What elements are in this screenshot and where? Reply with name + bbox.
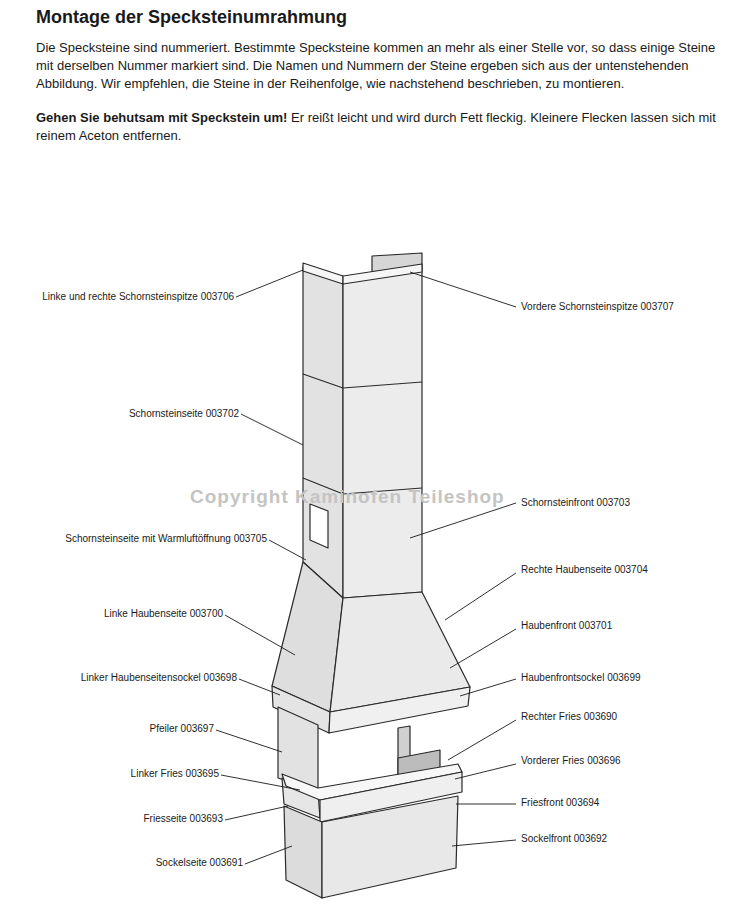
part-label: Linke und rechte Schornsteinspitze 00370… [42,291,234,303]
leader-line [269,540,306,560]
warning-text: Gehen Sie behutsam mit Speckstein um! [36,110,287,125]
leader-line [239,679,280,695]
watermark: Copyright Kaminofen Teileshop [190,486,505,508]
part-label: Vordere Schornsteinspitze 003707 [521,301,674,313]
note-paragraph: Gehen Sie behutsam mit Speckstein um! Er… [36,109,724,145]
leader-line [445,573,516,620]
part-label: Pfeiler 003697 [150,723,215,735]
leader-line [450,629,516,668]
intro-paragraph: Die Specksteine sind nummeriert. Bestimm… [36,39,724,93]
part-label: Schornsteinseite 003702 [129,408,239,420]
base-side [284,806,322,898]
base-front [322,796,458,898]
leader-line [241,414,303,445]
leader-line [456,804,516,805]
leader-line [225,806,288,820]
chimney-cap-front [343,264,422,284]
page-title: Montage der Specksteinumrahmung [36,7,347,28]
part-label: Schornsteinseite mit Warmluftöffnung 003… [65,533,267,545]
part-label: Friesfront 003694 [521,797,599,809]
part-label: Haubenfront 003701 [521,620,612,632]
warm-air-opening [310,504,328,548]
hood-base-front [329,687,470,733]
leader-line [221,775,300,790]
leader-line [455,764,516,779]
part-label: Rechte Haubenseite 003704 [521,564,648,576]
leader-line [410,503,516,538]
part-label: Schornsteinfront 003703 [521,497,630,509]
part-label: Linker Fries 003695 [131,768,219,780]
part-label: Linke Haubenseite 003700 [104,608,223,620]
part-label: Sockelfront 003692 [521,833,607,845]
part-label: Linker Haubenseitensockel 003698 [81,672,237,684]
leader-line [448,720,516,760]
chimney-front [343,268,422,598]
part-label: Vorderer Fries 003696 [521,755,621,767]
leader-line [460,679,516,696]
leader-line [216,730,282,752]
leader-line [245,846,292,864]
part-label: Haubenfrontsockel 003699 [521,672,641,684]
leader-line [236,270,303,297]
leader-line [410,272,516,307]
part-label: Rechter Fries 003690 [521,711,617,723]
chimney-joint [303,374,422,388]
part-label: Friesseite 003693 [144,813,224,825]
chimney-cap-side [303,263,343,284]
chimney-side [303,267,343,598]
part-label: Sockelseite 003691 [156,857,243,869]
leader-line [225,615,295,655]
leader-line [452,840,516,846]
